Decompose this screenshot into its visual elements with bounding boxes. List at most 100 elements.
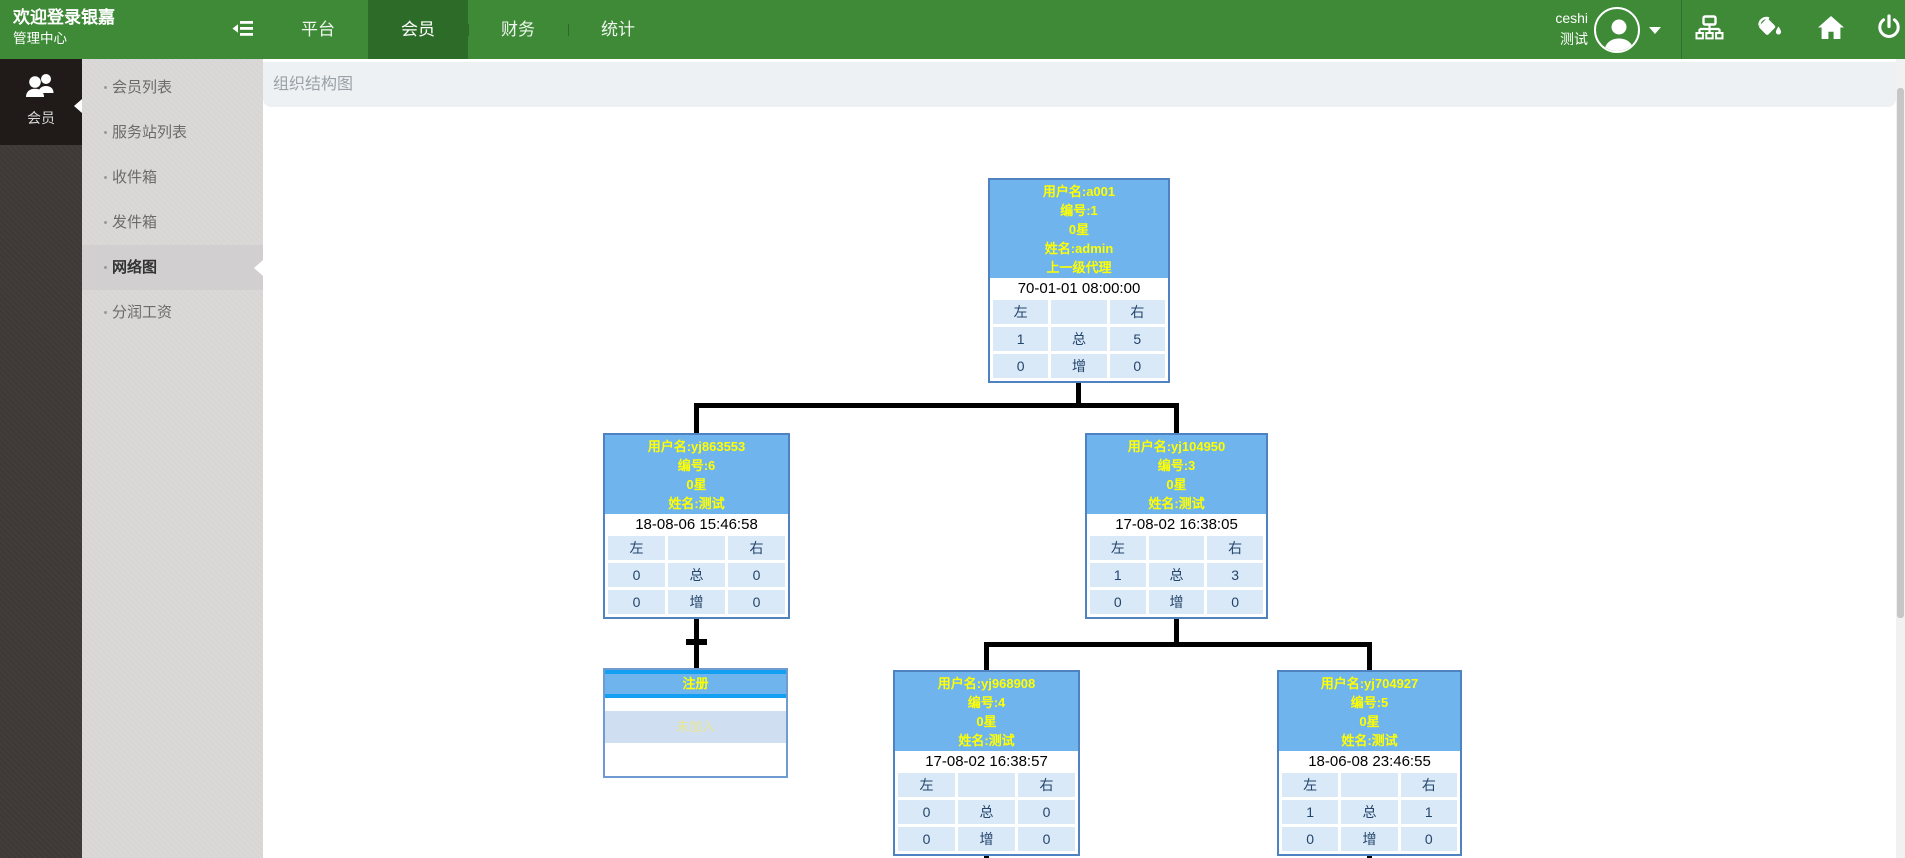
active-item-arrow	[254, 260, 263, 276]
nav-tab-members[interactable]: 会员	[368, 0, 468, 59]
table-cell: 总	[1341, 800, 1398, 824]
register-node: 注册 未加入	[603, 668, 788, 778]
table-cell: 左	[608, 536, 665, 560]
table-cell: 0	[1207, 590, 1263, 614]
table-cell: 1	[1090, 563, 1146, 587]
node-name: 姓名:admin	[1044, 241, 1114, 256]
scrollbar-thumb[interactable]	[1897, 88, 1904, 618]
tree-connector	[694, 403, 1179, 408]
member-node-yj704927[interactable]: 用户名:yj704927 编号:5 0星 姓名:测试 18-06-08 23:4…	[1277, 670, 1462, 856]
table-cell: 总	[958, 800, 1015, 824]
theme-button[interactable]	[1743, 0, 1795, 59]
table-cell: 左	[1090, 536, 1146, 560]
outdent-icon	[232, 20, 254, 42]
node-number: 编号:1	[1060, 203, 1098, 218]
tree-connector	[984, 854, 989, 858]
node-stats-table: 左 右 1 总 5 0 增 0	[990, 300, 1168, 381]
node-star: 0星	[976, 714, 997, 729]
tree-connector	[984, 645, 989, 670]
home-button[interactable]	[1805, 0, 1857, 59]
module-active-arrow	[74, 99, 82, 113]
avatar	[1594, 7, 1640, 53]
node-username: 用户名:yj863553	[647, 439, 746, 454]
user-menu-button[interactable]	[1594, 6, 1668, 54]
page-title: 组织结构图	[273, 76, 354, 93]
table-cell: 总	[1148, 563, 1205, 587]
table-cell: 0	[1018, 827, 1075, 851]
nav-tab-platform[interactable]: 平台	[301, 20, 335, 39]
sidebar-item-label: 收件箱	[112, 169, 158, 186]
node-star: 0星	[686, 477, 707, 492]
bullet-dot	[104, 176, 107, 179]
table-cell	[1051, 300, 1107, 324]
nav-tab-statistics[interactable]: 统计	[568, 0, 668, 59]
member-node-yj863553[interactable]: 用户名:yj863553 编号:6 0星 姓名:测试 18-08-06 15:4…	[603, 433, 790, 619]
table-cell: 左	[898, 773, 955, 797]
sidebar-toggle-button[interactable]	[228, 20, 258, 42]
table-cell: 右	[1207, 536, 1263, 560]
sidebar-item-label: 发件箱	[112, 214, 158, 231]
table-cell: 右	[1400, 773, 1457, 797]
sidebar-item-member-list[interactable]: 会员列表	[82, 65, 263, 110]
node-register-date: 17-08-02 16:38:05	[1115, 516, 1238, 533]
sidebar-module-label: 会员	[27, 110, 55, 126]
table-cell	[1341, 773, 1398, 797]
table-cell: 5	[1109, 327, 1165, 351]
table-cell: 0	[608, 563, 665, 587]
bullet-dot	[104, 86, 107, 89]
member-node-yj968908[interactable]: 用户名:yj968908 编号:4 0星 姓名:测试 17-08-02 16:3…	[893, 670, 1080, 856]
table-cell: 右	[728, 536, 785, 560]
node-number: 编号:5	[1350, 695, 1389, 710]
table-cell: 0	[898, 800, 955, 824]
logout-button[interactable]	[1863, 0, 1905, 59]
tree-connector	[1076, 381, 1081, 405]
sidebar-item-profit-salary[interactable]: 分润工资	[82, 290, 263, 335]
sidebar-module-members[interactable]: 会员	[0, 59, 82, 145]
user-info: ceshi 测试	[1528, 8, 1588, 50]
node-star: 0星	[1068, 222, 1090, 237]
node-username: 用户名:yj104950	[1127, 439, 1226, 454]
table-cell: 1	[1282, 800, 1339, 824]
node-register-date: 18-06-08 23:46:55	[1308, 753, 1431, 770]
node-stats-table: 左 右 1 总 1 0 增 0	[1279, 773, 1460, 854]
user-display-name: 测试	[1560, 31, 1588, 47]
sidebar-item-outbox[interactable]: 发件箱	[82, 200, 263, 245]
tree-connector	[694, 406, 699, 433]
main-content: 组织结构图 用户名:a001 编号:1 0星 姓名:admin 上一级代理 70…	[263, 59, 1905, 858]
node-star: 0星	[1166, 477, 1187, 492]
table-cell: 0	[993, 354, 1049, 378]
node-username: 用户名:yj968908	[937, 676, 1036, 691]
sidebar-item-network-map[interactable]: 网络图	[82, 245, 263, 290]
nav-tab-finance[interactable]: 财务	[468, 0, 568, 59]
table-cell: 0	[1109, 354, 1165, 378]
node-name: 姓名:测试	[1341, 733, 1398, 748]
vertical-scrollbar[interactable]	[1896, 59, 1905, 858]
sidebar-menu: 会员列表 服务站列表 收件箱 发件箱 网络图 分润工资	[82, 59, 263, 858]
node-stats-table: 左 右 0 总 0 0 增 0	[605, 536, 788, 617]
network-map-button[interactable]	[1683, 0, 1735, 59]
table-cell	[668, 536, 725, 560]
chevron-down-icon	[1649, 26, 1661, 34]
table-cell	[958, 773, 1015, 797]
topbar-divider	[1681, 0, 1682, 59]
table-cell: 0	[1400, 827, 1457, 851]
node-star: 0星	[1359, 714, 1380, 729]
register-button[interactable]: 注册	[605, 670, 786, 698]
node-stats-table: 左 右 1 总 3 0 增 0	[1087, 536, 1266, 617]
parent-agent-link[interactable]: 上一级代理	[1046, 260, 1112, 275]
table-cell: 总	[668, 563, 725, 587]
sidebar-item-service-station-list[interactable]: 服务站列表	[82, 110, 263, 155]
node-register-date: 18-08-06 15:46:58	[635, 516, 758, 533]
tree-connector	[984, 642, 1372, 647]
member-node-yj104950[interactable]: 用户名:yj104950 编号:3 0星 姓名:测试 17-08-02 16:3…	[1085, 433, 1268, 619]
member-node-a001[interactable]: 用户名:a001 编号:1 0星 姓名:admin 上一级代理 70-01-01…	[988, 178, 1170, 383]
not-joined-status: 未加入	[605, 711, 786, 743]
member-node-header: 用户名:yj863553 编号:6 0星 姓名:测试	[605, 435, 788, 514]
brand-logo[interactable]: 欢迎登录银嘉 管理中心	[13, 7, 115, 49]
bullet-dot	[104, 221, 107, 224]
sidebar-item-inbox[interactable]: 收件箱	[82, 155, 263, 200]
node-register-date: 17-08-02 16:38:57	[925, 753, 1048, 770]
table-cell: 0	[728, 590, 785, 614]
node-username: 用户名:yj704927	[1320, 676, 1419, 691]
tree-connector	[1367, 645, 1372, 670]
